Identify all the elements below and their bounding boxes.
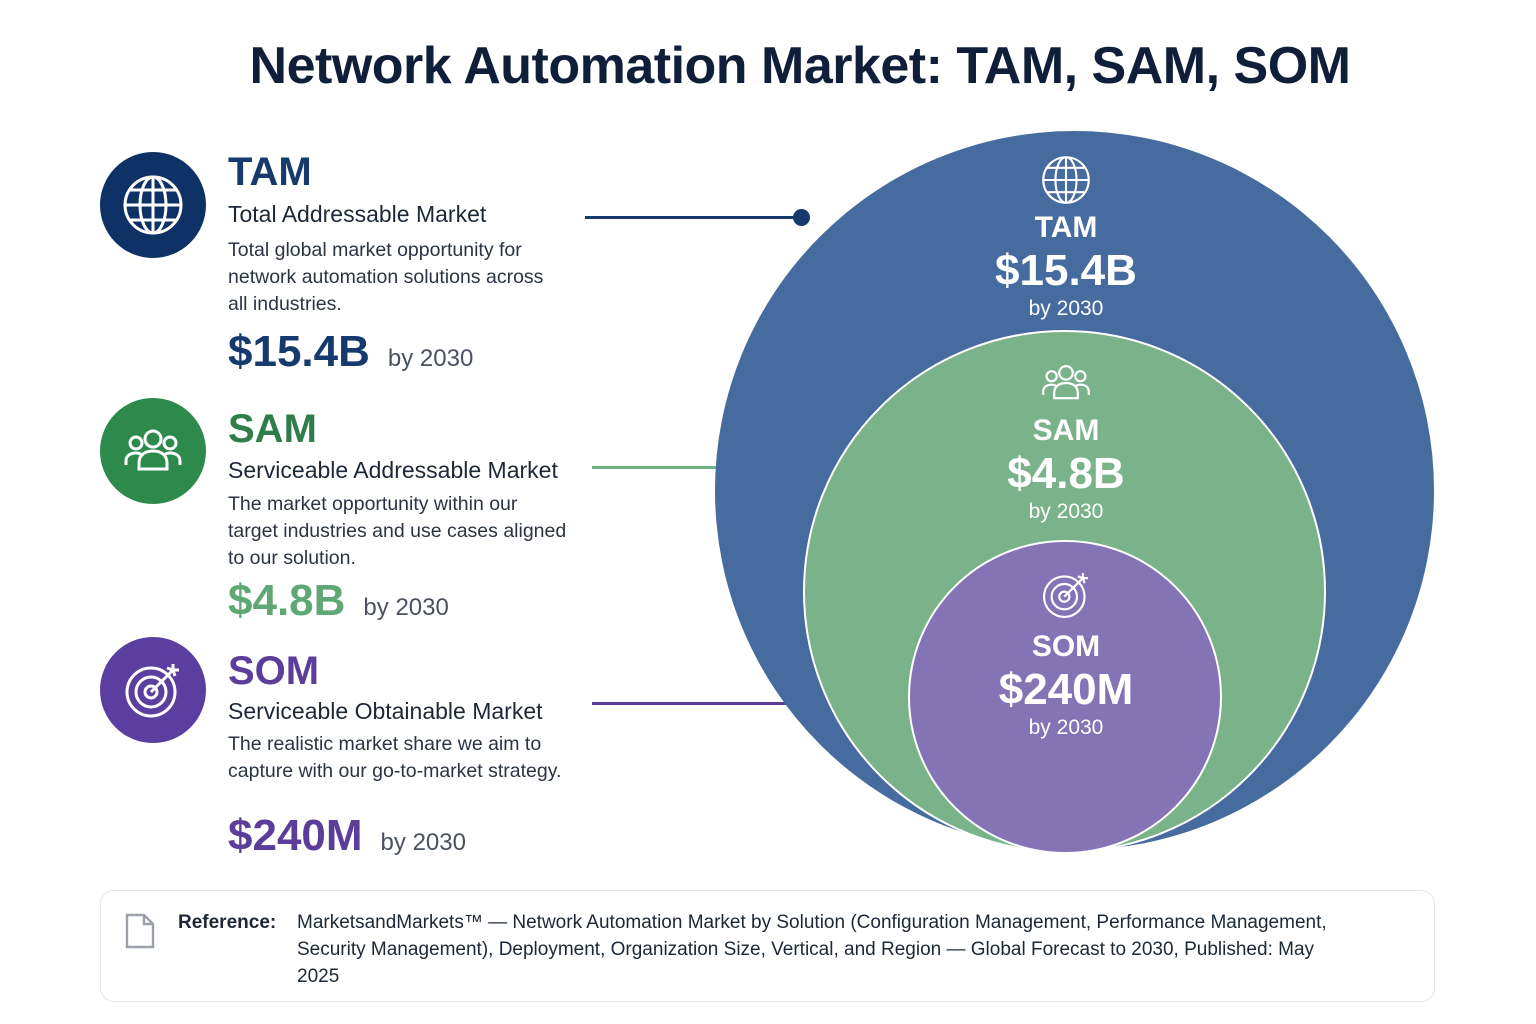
reference-label: Reference: (178, 912, 277, 933)
sam-circle-value: $4.8B (1007, 449, 1125, 498)
sam-circle-abbr: SAM (1032, 414, 1100, 447)
tam-badge (100, 152, 206, 258)
tam-connector-dot (793, 209, 810, 226)
som-circle-year: by 2030 (1028, 716, 1104, 739)
som-description: The realistic market share we aim to cap… (228, 733, 562, 782)
tam-fullname: Total Addressable Market (228, 201, 487, 227)
som-value: $240M (228, 811, 363, 860)
som-abbr: SOM (228, 649, 320, 693)
tam-description: Total global market opportunity for netw… (228, 239, 544, 315)
document-icon (125, 913, 155, 949)
users-icon (124, 429, 182, 471)
sam-circle-year: by 2030 (1028, 500, 1104, 523)
som-badge (100, 637, 206, 743)
tam-year: by 2030 (387, 345, 474, 372)
som-circle-abbr: SOM (1031, 630, 1101, 663)
tam-circle-value: $15.4B (995, 246, 1137, 295)
tam-circle-label: TAM $15.4B by 2030 (916, 211, 1216, 321)
som-circle-label: SOM $240M by 2030 (916, 630, 1216, 740)
sam-abbr: SAM (228, 407, 317, 451)
tam-abbr: TAM (228, 150, 312, 194)
sam-circle-label: SAM $4.8B by 2030 (916, 414, 1216, 524)
som-fullname: Serviceable Obtainable Market (228, 698, 543, 724)
tam-connector (585, 209, 810, 226)
target-icon (125, 664, 179, 718)
sam-badge (100, 398, 206, 504)
som-circle-target-icon (1042, 573, 1088, 619)
tam-value: $15.4B (228, 327, 370, 376)
som-year: by 2030 (380, 829, 466, 856)
sam-year: by 2030 (363, 594, 449, 621)
sam-circle-users-icon (1042, 365, 1090, 400)
sam-value: $4.8B (228, 576, 346, 625)
sam-description: The market opportunity within our target… (228, 493, 567, 569)
som-value-line: $240M by 2030 (228, 811, 466, 861)
sam-fullname: Serviceable Addressable Market (228, 457, 558, 483)
reference-text: MarketsandMarkets™ — Network Automation … (297, 912, 1327, 987)
reference-box: Reference: MarketsandMarkets™ — Network … (100, 890, 1435, 1002)
tam-circle-globe-icon (1042, 156, 1090, 204)
page-title: Network Automation Market: TAM, SAM, SOM (249, 37, 1351, 95)
tam-value-line: $15.4B by 2030 (228, 327, 473, 377)
som-circle-value: $240M (998, 665, 1134, 714)
tam-circle-year: by 2030 (1028, 297, 1104, 320)
tam-circle-abbr: TAM (1034, 211, 1098, 244)
globe-icon (123, 175, 183, 235)
sam-value-line: $4.8B by 2030 (228, 576, 449, 626)
